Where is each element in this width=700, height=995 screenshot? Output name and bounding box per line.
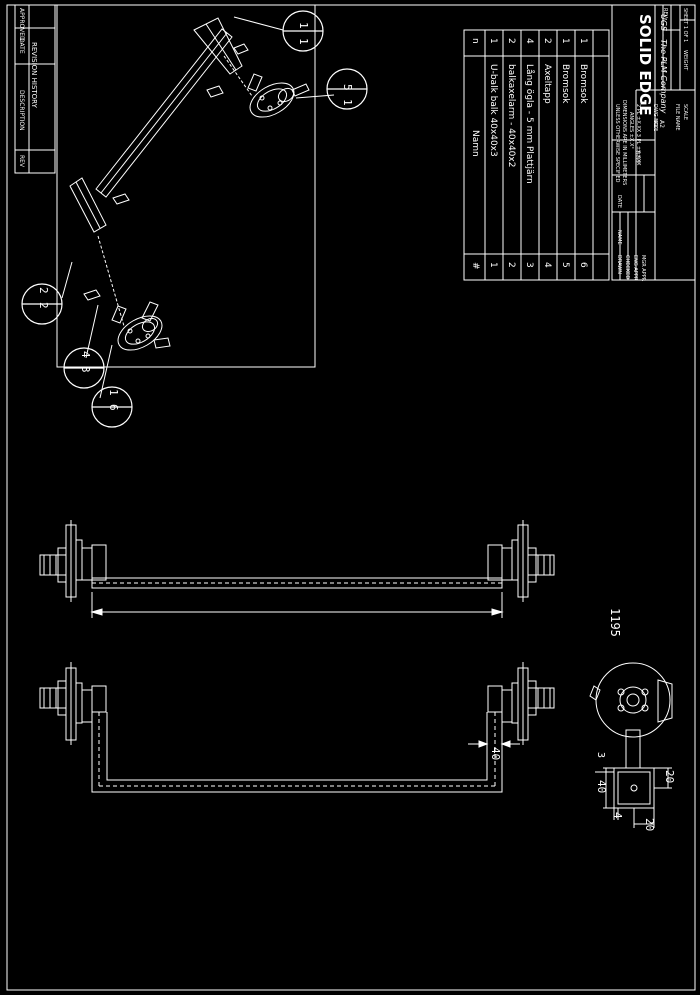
dim-length: 1195 [608,608,622,637]
bom-row-num: 2 [506,262,516,268]
bom-header-qty: n [470,38,480,44]
bom-row-qty: 1 [488,38,498,44]
balloon-qty: 1 [341,99,354,106]
description-header: DESCRIPTION [18,90,25,131]
scale-label: SCALE [682,104,688,121]
bom-header-num: # [470,262,480,270]
bom-row-num: 5 [560,262,570,268]
dim-side-40: 40 [595,780,608,794]
side-view [589,662,673,828]
balloon-qty: 2 [37,287,50,294]
rev-label: REV [662,8,668,19]
balloon-item: 5 [341,84,354,91]
title-row-label: ENG APPR [632,255,638,281]
col-date: DATE [616,195,622,209]
balloon-qty: 1 [297,22,310,29]
top-view [39,662,555,793]
balloon-item: 6 [107,404,120,411]
balloon-qty: 4 [79,351,92,358]
bom-row-num: 4 [542,262,552,268]
bom-row-qty: 1 [578,38,588,44]
note-line: UNLESS OTHERWISE SPECIFIED [614,104,620,183]
bom-row-name: Lång ögla - 5 mm Plattjärn [524,64,534,184]
col-name: NAME [616,230,622,245]
dim-profile: 40 [489,747,502,761]
bom-row-num: 3 [524,262,534,268]
bom-row-qty: 2 [506,38,516,44]
bom-row-name: balkaxelarm - 40x40x2 [506,64,516,168]
company-logo-text: SOLID EDGE [636,14,654,116]
size-value: A2 [658,120,665,128]
company-tagline: UGS - The PLM Company [659,14,668,114]
approved-header: APPROVED [18,8,25,41]
title-row-label: DRAWN [616,255,622,274]
bom-row-qty: 1 [560,38,570,44]
bom-row-name: U-balk balk 40x40x3 [488,64,498,157]
balloon-item: 3 [79,366,92,373]
bom-row-num: 6 [578,262,588,268]
balloon-item: 1 [297,38,310,45]
title-row-label: MGR APPR [640,255,646,282]
bom-row-name: Bromsok [578,64,588,104]
bom-row-qty: 2 [542,38,552,44]
revision-history-title: REVISION HISTORY [30,42,38,108]
sheet-label: SHEET 1 OF 1 [682,8,688,43]
front-view [39,520,555,618]
note-line: ANGLES ±X.X° [628,112,634,149]
callout-balloons [21,10,368,428]
dim-side-20a: 20 [663,770,676,784]
dwg-label: DWG NO [652,104,658,126]
bom-row-num: 1 [488,262,498,268]
weight-label: WEIGHT [682,50,688,71]
bom-row-name: Bromsok [560,64,570,104]
balloon-qty: 1 [107,389,120,396]
dim-side-20b: 20 [643,818,656,832]
rev-header: REV [18,155,25,168]
bom-row-qty: 4 [524,38,534,44]
note-line: 2 PL ±X.XX 3 PL ±X.XXX [635,104,641,166]
dim-side-4: 4 [611,812,624,819]
bom-row-name: Axeltapp [542,64,552,104]
note-line: DIMENSIONS ARE IN MILLIMETERS [621,100,627,186]
dim-side-3: 3 [595,752,606,759]
bom-header-name: Namn [470,130,480,157]
file-label: FILE NAME [674,104,680,131]
isometric-view [61,16,335,399]
balloon-item: 2 [37,302,50,309]
title-row-label: CHECKED [624,255,630,280]
